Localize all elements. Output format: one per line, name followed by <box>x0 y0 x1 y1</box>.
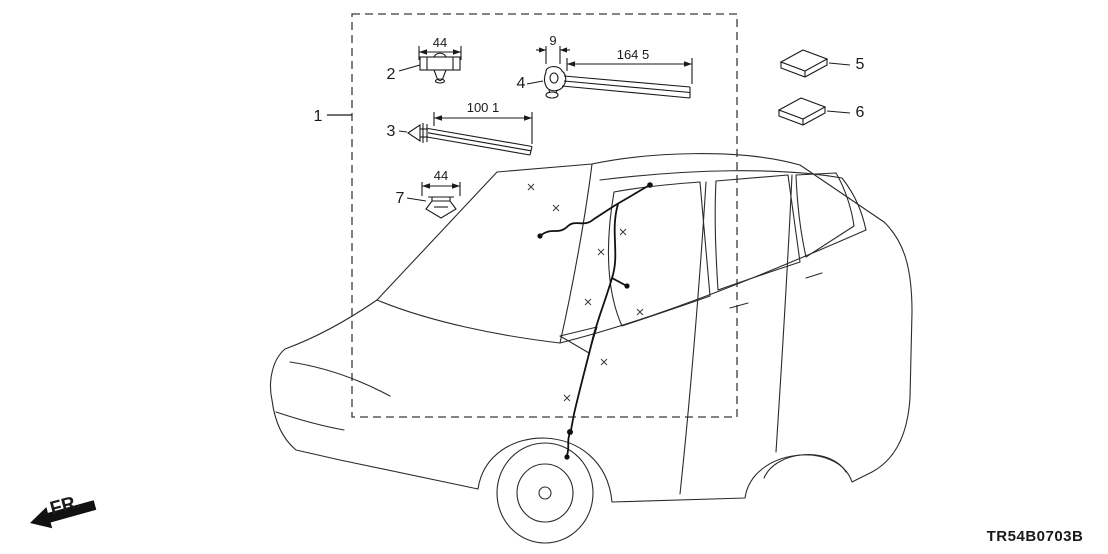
callout-3-leader <box>398 130 408 133</box>
car-body <box>269 153 913 503</box>
callout-4-leader <box>526 80 544 85</box>
callout-2-leader <box>398 64 421 72</box>
part-4-dim-small-text: 9 <box>549 33 556 48</box>
callout-3-label[interactable]: 3 <box>387 123 396 140</box>
harness-connector-dot <box>537 233 543 239</box>
part-6-pad-icon <box>777 97 827 126</box>
part-4-dimension-small <box>536 46 570 64</box>
part-4-dimension-long <box>566 58 693 84</box>
car-front-door-seam <box>679 181 707 495</box>
car-rear-window <box>714 174 801 291</box>
callout-6-leader <box>826 110 851 114</box>
harness-connector-dot <box>567 429 573 435</box>
part-7-dimension <box>421 182 461 196</box>
car-roof-rail <box>599 170 867 231</box>
harness-branch-top <box>635 185 649 194</box>
boundary-box <box>351 13 738 418</box>
callout-7-leader <box>406 197 427 202</box>
part-4-dim-long-text: 164 5 <box>617 47 650 62</box>
car-hood-crease <box>289 361 391 397</box>
car-beltline <box>559 229 867 344</box>
part-3-dimension <box>433 112 533 144</box>
rear-wheel-arc <box>763 454 847 479</box>
part-6 <box>777 97 851 126</box>
car-outline <box>269 153 913 544</box>
part-2 <box>398 46 462 84</box>
part-4-connector-icon <box>543 66 691 99</box>
car-door-handle-front <box>729 302 749 309</box>
part-7-dim-text: 44 <box>434 168 448 183</box>
car-door-handle-rear <box>805 272 823 279</box>
part-3-dim-text: 100 1 <box>467 100 500 115</box>
part-5 <box>779 49 851 78</box>
diagram-code: TR54B0703B <box>987 528 1084 545</box>
car-quarter-window <box>795 172 855 258</box>
car-front-window <box>607 181 711 327</box>
callout-5-label[interactable]: 5 <box>856 56 865 73</box>
callout-7-label[interactable]: 7 <box>396 190 405 207</box>
harness-connector-dot <box>624 283 630 289</box>
part-5-pad-icon <box>779 49 829 78</box>
part-2-dim-text: 44 <box>433 35 447 50</box>
harness-connector-dot <box>564 454 570 460</box>
callout-5-leader <box>828 62 851 66</box>
harness-clip-marks <box>527 183 644 402</box>
car-bumper-line <box>275 411 345 431</box>
part-7 <box>406 182 461 219</box>
part-2-dimension <box>418 46 462 60</box>
callout-4-label[interactable]: 4 <box>517 75 526 92</box>
roof-harness <box>537 182 653 460</box>
callout-1-label[interactable]: 1 <box>314 108 323 125</box>
part-3 <box>398 112 533 156</box>
part-4 <box>526 46 693 99</box>
callout-2-label[interactable]: 2 <box>387 66 396 83</box>
fr-arrow-icon <box>30 500 97 529</box>
harness-connector-dot <box>647 182 653 188</box>
harness-branch-mid <box>611 277 626 286</box>
car-cowl-line <box>376 299 561 344</box>
front-wheel-rim <box>516 463 574 523</box>
part-2-clip-icon <box>419 52 461 84</box>
car-a-pillar <box>559 163 593 344</box>
part-7-clip-icon <box>425 196 457 219</box>
front-wheel-tire <box>496 442 594 544</box>
part-3-clip-icon <box>407 123 533 156</box>
callout-6-label[interactable]: 6 <box>856 104 865 121</box>
front-wheel-hub <box>538 486 552 500</box>
car-rear-door-seam <box>775 174 793 453</box>
